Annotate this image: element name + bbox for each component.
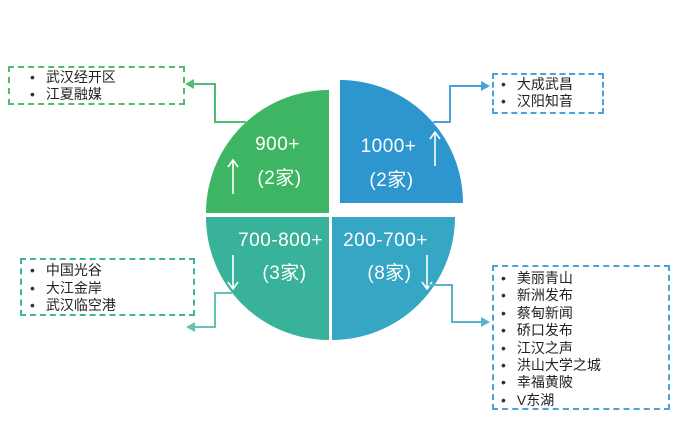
quadrant-count-label: (2家) (257, 168, 302, 189)
pie-quadrant-200-700: 200-700+ (8家) (332, 217, 455, 340)
list-item: 武汉经开区 (30, 69, 183, 86)
connector-bottom-right (428, 284, 490, 327)
list-item: 大江金岸 (30, 280, 193, 298)
list-item: V东湖 (501, 392, 668, 409)
list-item: 洪山大学之城 (501, 357, 668, 374)
callout-list: 中国光谷 大江金岸 武汉临空港 (30, 262, 193, 315)
callout-middle-left: 中国光谷 大江金岸 武汉临空港 (20, 258, 195, 316)
list-item: 汉阳知音 (501, 93, 602, 110)
quadrant-count-label: (2家) (369, 170, 414, 191)
callout-list: 大成武昌 汉阳知音 (501, 76, 602, 110)
quadrant-count-label: (8家) (367, 263, 412, 284)
list-item: 新洲发布 (501, 287, 668, 304)
trend-up-icon (227, 158, 239, 194)
list-item: 武汉临空港 (30, 297, 193, 315)
list-item: 大成武昌 (501, 76, 602, 93)
list-item: 中国光谷 (30, 262, 193, 280)
quadrant-range-label: 1000+ (360, 136, 417, 157)
list-item: 硚口发布 (501, 322, 668, 339)
list-item: 蔡甸新闻 (501, 305, 668, 322)
callout-top-left: 武汉经开区 江夏融媒 (8, 66, 185, 105)
pie-quadrant-900: 900+ (2家) (206, 90, 329, 213)
pie-quadrant-1000: 1000+ (2家) (340, 80, 463, 203)
quadrant-range-label: 900+ (255, 134, 300, 155)
callout-bottom-right: 美丽青山 新洲发布 蔡甸新闻 硚口发布 江汉之声 洪山大学之城 幸福黄陂 V东湖 (492, 265, 670, 410)
list-item: 江汉之声 (501, 340, 668, 357)
callout-top-right: 大成武昌 汉阳知音 (492, 73, 604, 114)
quadrant-range-label: 700-800+ (238, 230, 323, 251)
list-item: 美丽青山 (501, 270, 668, 287)
quadrant-count-label: (3家) (262, 263, 307, 284)
callout-list: 美丽青山 新洲发布 蔡甸新闻 硚口发布 江汉之声 洪山大学之城 幸福黄陂 V东湖 (501, 270, 668, 409)
quadrant-range-label: 200-700+ (343, 230, 428, 251)
list-item: 江夏融媒 (30, 86, 183, 103)
trend-down-icon (421, 255, 433, 291)
trend-up-icon (429, 130, 441, 166)
connector-top-right (433, 81, 490, 123)
callout-list: 武汉经开区 江夏融媒 (30, 69, 183, 103)
pie-quadrant-700-800: 700-800+ (3家) (206, 217, 329, 340)
list-item: 幸福黄陂 (501, 374, 668, 391)
trend-down-icon (227, 255, 239, 291)
connector-top-left (185, 79, 246, 123)
